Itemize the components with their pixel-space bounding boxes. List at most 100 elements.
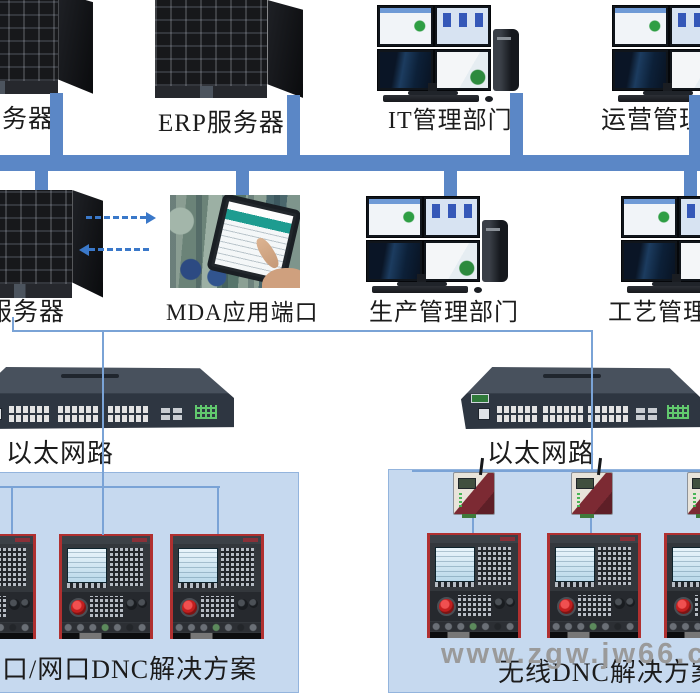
production-workstation-image — [366, 196, 516, 293]
mda-tablet-photo — [170, 195, 300, 288]
line — [472, 512, 474, 537]
monitor-grid — [612, 5, 700, 91]
monitor — [366, 240, 423, 282]
cnc-machine — [0, 534, 36, 639]
cnc-machine — [427, 533, 521, 638]
keyboard — [383, 95, 479, 102]
pc-tower — [493, 29, 519, 91]
process-department-label: 工艺管理 — [608, 300, 700, 326]
monitor — [377, 5, 434, 47]
monitor — [678, 196, 700, 238]
monitor — [621, 196, 678, 238]
monitor — [423, 196, 480, 238]
line — [102, 332, 104, 535]
monitor — [621, 240, 678, 282]
arrow-left-line — [89, 248, 149, 251]
server-top-left-label: 务器 — [2, 106, 55, 133]
line — [217, 488, 219, 535]
ethernet-switch-left — [0, 367, 234, 429]
antenna — [478, 457, 485, 476]
connector — [50, 93, 63, 155]
led-grid — [194, 405, 217, 419]
monitor — [669, 5, 700, 47]
pc-tower — [482, 220, 508, 282]
line — [0, 486, 220, 488]
port-group — [108, 405, 151, 422]
monitor-grid — [377, 5, 491, 91]
ethernet-label-right: 以太网路 — [487, 439, 596, 468]
monitor — [423, 240, 480, 282]
connector — [684, 171, 697, 200]
antenna — [596, 457, 603, 476]
server-blades — [0, 0, 59, 82]
mouse — [485, 96, 493, 102]
monitor — [366, 196, 423, 238]
monitor-grid — [366, 196, 480, 282]
monitor-grid — [621, 196, 700, 282]
line — [12, 330, 593, 332]
server-blades — [155, 0, 268, 86]
wireless-dnc-module — [571, 457, 613, 518]
port-group — [588, 405, 631, 422]
sfp-ports — [636, 406, 661, 420]
keyboard — [372, 286, 468, 293]
arrow-left-head — [79, 244, 89, 256]
cnc-machine — [170, 534, 264, 639]
erp-server-label: ERP服务器 — [158, 110, 285, 137]
port-group — [542, 405, 585, 422]
process-workstation-image — [621, 196, 700, 293]
port-group — [8, 405, 51, 422]
monitor — [612, 5, 669, 47]
led-grid — [667, 405, 690, 419]
cnc-machine — [664, 533, 700, 638]
operations-workstation-image — [612, 5, 700, 102]
connector — [510, 93, 523, 155]
keyboard — [627, 286, 700, 293]
it-workstation-image — [377, 5, 527, 102]
connector — [287, 95, 300, 155]
wireless-dnc-module — [687, 472, 700, 518]
wireless-dnc-label: 无线DNC解决方案 — [498, 658, 700, 687]
port-group — [497, 405, 539, 422]
line — [412, 470, 700, 472]
monitor — [434, 5, 491, 47]
production-department-label: 生产管理部门 — [369, 300, 519, 326]
port-group — [58, 405, 101, 422]
server-side — [58, 0, 93, 94]
arrow-right-head — [146, 212, 156, 224]
keyboard — [618, 95, 700, 102]
monitor — [612, 49, 669, 91]
connector — [689, 95, 700, 155]
mouse — [474, 287, 482, 293]
server-base — [0, 81, 59, 94]
monitor — [377, 49, 434, 91]
cnc-machine — [59, 534, 153, 639]
ethernet-switch-right — [461, 367, 700, 429]
server-side — [267, 0, 303, 98]
line — [11, 488, 13, 535]
line — [591, 332, 593, 471]
cnc-machine — [547, 533, 641, 638]
serial-network-dnc-label: 口/网口DNC解决方案 — [2, 655, 258, 684]
line — [590, 512, 592, 537]
server-blades — [0, 190, 73, 285]
server-base — [0, 284, 73, 298]
line — [12, 317, 14, 331]
connector — [236, 171, 249, 197]
blade-server-image-middle — [0, 190, 103, 302]
network-bus-bar — [0, 155, 700, 171]
sfp-ports — [160, 406, 185, 420]
operations-department-label: 运营管理 — [601, 107, 700, 134]
connector — [444, 171, 457, 200]
hand — [262, 268, 300, 288]
erp-server-image — [155, 0, 303, 102]
mda-port-label: MDA应用端口 — [166, 300, 319, 325]
monitor — [678, 240, 700, 282]
wireless-dnc-module — [453, 457, 495, 518]
connector — [35, 171, 48, 195]
it-department-label: IT管理部门 — [388, 108, 513, 134]
monitor — [669, 49, 700, 91]
arrow-right-line — [86, 216, 146, 219]
ethernet-label-left: 以太网路 — [6, 439, 115, 468]
